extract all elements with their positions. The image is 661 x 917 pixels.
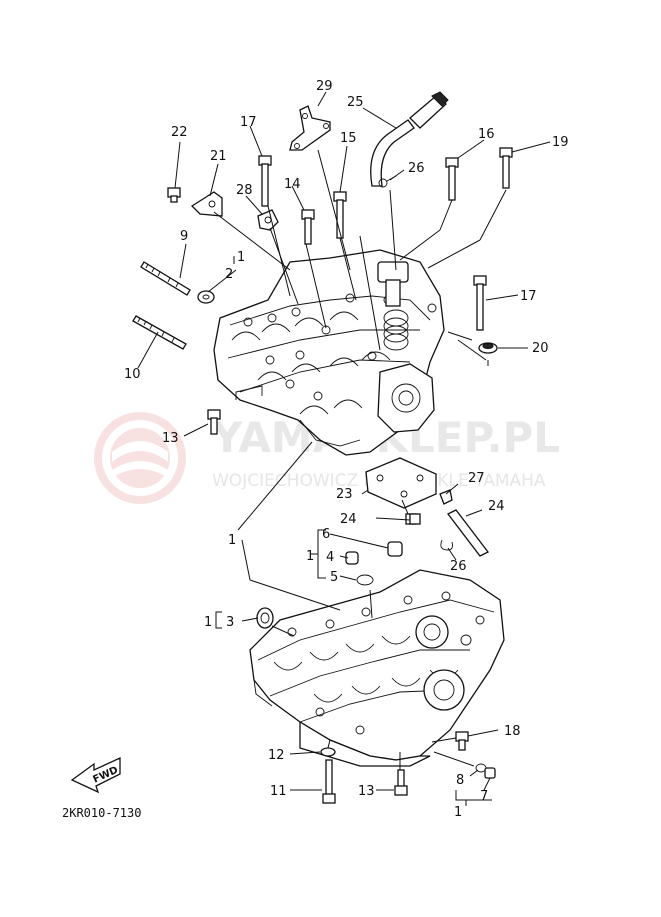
callout-13-upper: 13	[162, 431, 179, 446]
part-12-washer	[320, 747, 336, 757]
part-31-bracket	[289, 105, 331, 151]
part-25-hose	[370, 91, 449, 187]
callout-5: 5	[330, 570, 338, 585]
callout-28: 26	[450, 559, 467, 574]
callout-2: 2	[225, 267, 233, 282]
callout-13-lower: 13	[358, 784, 375, 799]
callout-1-top: 1	[237, 250, 245, 265]
callout-9: 9	[180, 229, 188, 244]
callout-7: 7	[480, 789, 488, 804]
callout-18: 18	[504, 724, 521, 739]
part-28-clip	[440, 539, 453, 551]
callout-21: 21	[210, 149, 227, 164]
callout-10: 10	[124, 367, 141, 382]
part-17-bolt-right	[473, 275, 487, 331]
part-19-bolt	[499, 147, 513, 189]
callout-17-right: 17	[520, 289, 537, 304]
part-13-bolt-lower	[394, 769, 408, 796]
fwd-arrow-icon: FWD	[70, 756, 121, 794]
callout-8: 8	[456, 773, 464, 788]
part-24-plug	[409, 513, 421, 525]
part-21-plate	[190, 191, 223, 217]
callout-14: 14	[284, 177, 301, 192]
callout-19: 19	[552, 135, 569, 150]
part-3-seal	[256, 607, 274, 629]
callout-4: 4	[326, 550, 334, 565]
part-7-plug	[484, 767, 496, 779]
upper-crankcase	[213, 249, 445, 456]
callout-12: 12	[268, 748, 285, 763]
part-11-bolt	[322, 759, 336, 804]
oil-plate	[365, 457, 437, 525]
watermark-logo-icon	[94, 412, 186, 504]
callouts: 29 25 22 21 17 28 14 15 26 16 19 9 1 2 1…	[124, 79, 569, 820]
callout-17-upper: 17	[240, 115, 257, 130]
part-22-bolt	[167, 187, 181, 203]
callout-1-seal: 1	[204, 615, 212, 630]
leader-lines	[137, 91, 551, 806]
part-16-bolt	[445, 157, 459, 201]
part-14-bolt	[301, 209, 315, 245]
callout-6: 6	[322, 527, 330, 542]
callout-27: 24	[488, 499, 505, 514]
part-10-stud	[132, 315, 187, 350]
part-6-dowel	[387, 541, 403, 557]
callout-29: 27	[468, 471, 485, 486]
part-20-washer	[478, 342, 498, 354]
part-29-clamp	[439, 489, 453, 505]
watermark: YAMASKLEP.PL WOJCIECHOWICZ MOTOCYKLE YAM…	[94, 412, 560, 504]
callout-16: 16	[478, 127, 495, 142]
callout-1-group: 1	[306, 549, 314, 564]
part-13-bolt-upper	[207, 409, 221, 435]
callout-24: 24	[340, 512, 357, 527]
part-2-dowel	[197, 290, 215, 304]
callout-25: 25	[347, 95, 364, 110]
callout-22: 22	[171, 125, 188, 140]
diagram-code: 2KR010-7130	[62, 806, 141, 820]
part-17-bolt-upper	[258, 155, 272, 207]
callout-15: 15	[340, 131, 357, 146]
part-9-stud	[140, 261, 191, 296]
callout-20: 20	[532, 341, 549, 356]
callout-1-mid: 1	[228, 533, 236, 548]
callout-23: 23	[336, 487, 353, 502]
callout-3: 3	[226, 615, 234, 630]
callout-30: 28	[236, 183, 253, 198]
part-27-pipe	[447, 509, 489, 557]
callout-26: 26	[408, 161, 425, 176]
part-18-bolt	[455, 731, 469, 751]
part-5-oring	[356, 574, 374, 586]
callout-11: 11	[270, 784, 287, 799]
callout-31: 29	[316, 79, 333, 94]
callout-1-bottom: 1	[454, 805, 462, 820]
